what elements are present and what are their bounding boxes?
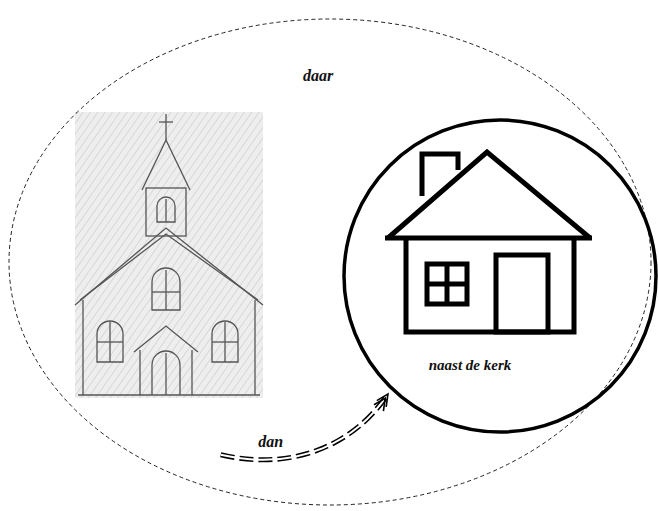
- node-outline: [342, 118, 658, 434]
- double-dashed-arrow: [221, 394, 388, 460]
- place-circle: naast de kerk: [342, 118, 658, 434]
- region-ellipse: daar naast de kerk: [8, 18, 652, 506]
- node-label: naast de kerk: [429, 356, 512, 374]
- church-sketch: [75, 112, 263, 398]
- node-outline: [8, 18, 652, 506]
- house-icon: [385, 152, 592, 332]
- edge-label: dan: [256, 432, 285, 451]
- node-label: daar: [303, 66, 333, 85]
